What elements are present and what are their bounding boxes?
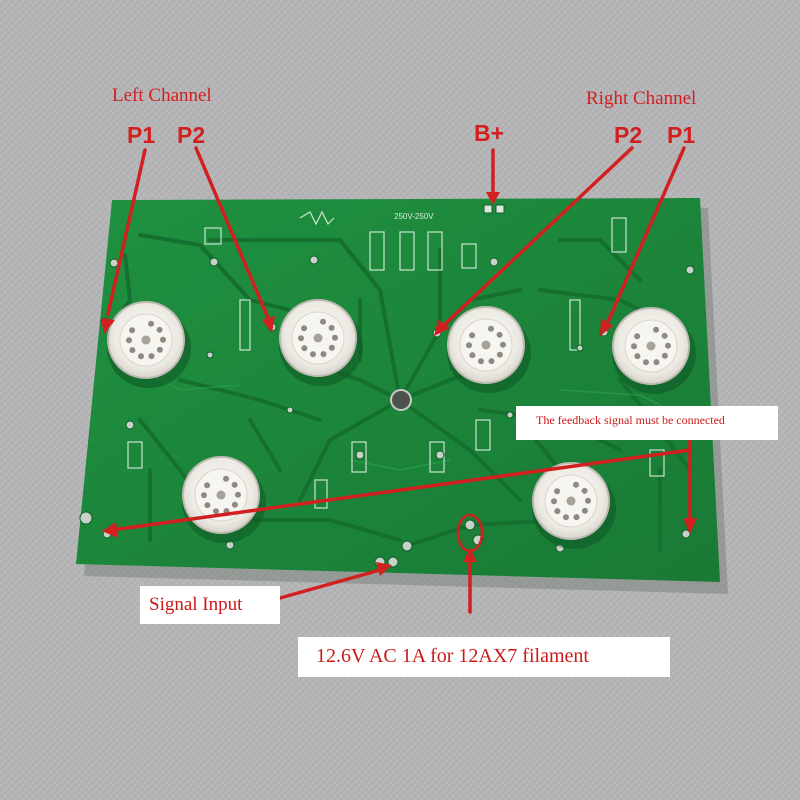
arrow-left-p2 — [194, 146, 270, 320]
socket-right-2 — [447, 306, 531, 393]
annotation-arrows — [106, 146, 692, 614]
filament-note: 12.6V AC 1A for 12AX7 filament — [298, 637, 670, 677]
arrow-heads — [101, 192, 697, 576]
socket-left-2 — [279, 299, 363, 386]
silkscreen — [127, 210, 665, 509]
arrow-right-p1 — [605, 146, 686, 326]
voltage-marking: 250V-250V — [394, 212, 434, 221]
left-p2-label: P2 — [177, 122, 206, 148]
socket-left-1 — [107, 301, 191, 388]
filament-highlight-circle — [456, 513, 484, 553]
pcb-pads — [79, 255, 695, 568]
tube-sockets — [107, 299, 696, 549]
left-channel-label: Left Channel — [112, 85, 212, 106]
left-p1-label: P1 — [127, 122, 156, 148]
socket-right-driver — [532, 462, 616, 549]
right-channel-label: Right Channel — [586, 88, 697, 109]
arrow-signal-input — [278, 568, 382, 600]
right-p1-label: P1 — [667, 122, 696, 148]
right-p2-label: P2 — [614, 122, 643, 148]
signal-input-label: Signal Input — [140, 586, 280, 624]
arrow-right-p2 — [441, 146, 634, 328]
arrow-left-p1 — [106, 148, 147, 316]
b-plus-label: B+ — [474, 120, 505, 146]
socket-right-1 — [612, 307, 696, 394]
mounting-hole — [390, 389, 412, 411]
b-plus-header — [483, 204, 505, 214]
feedback-note: The feedback signal must be connected — [516, 406, 778, 440]
arrow-feedback-left — [110, 448, 692, 532]
